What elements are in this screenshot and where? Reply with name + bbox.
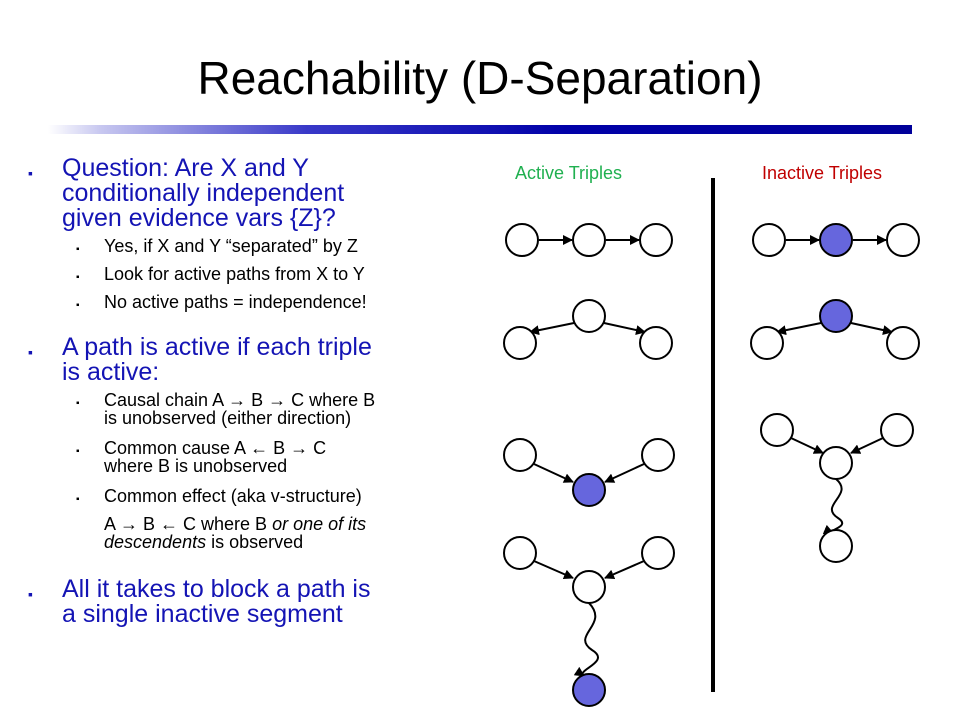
bullet-active-path: ▪ A path is active if each triple is act… xyxy=(28,333,372,386)
node-unobserved xyxy=(572,570,606,604)
bullet-question: ▪ Question: Are X and Y conditionally in… xyxy=(28,156,478,231)
sub-bullet-marker-icon: ▪ xyxy=(76,446,80,457)
sub-bullet-look-for-paths: ▪ Look for active paths from X to Y xyxy=(28,265,478,283)
question-line-3: given evidence vars {Z}? xyxy=(62,204,336,232)
node-unobserved xyxy=(641,438,675,472)
sub-bullet-marker-icon: ▪ xyxy=(76,398,80,409)
node-observed xyxy=(819,299,853,333)
node-unobserved xyxy=(760,413,794,447)
node-unobserved xyxy=(639,326,673,360)
question-line-2: conditionally independent xyxy=(62,179,345,207)
sub-bullet-no-active-paths: ▪ No active paths = independence! xyxy=(28,293,478,311)
node-unobserved xyxy=(886,326,920,360)
bullet-marker-icon: ▪ xyxy=(28,586,33,602)
sub-bullet-common-effect: ▪ Common effect (aka v-structure) xyxy=(28,487,478,505)
sub-bullet-marker-icon: ▪ xyxy=(76,244,80,255)
node-observed xyxy=(572,673,606,707)
node-unobserved xyxy=(503,438,537,472)
node-unobserved xyxy=(819,446,853,480)
node-unobserved xyxy=(880,413,914,447)
node-unobserved xyxy=(505,223,539,257)
sub-bullet-separated: ▪ Yes, if X and Y “separated” by Z xyxy=(28,237,478,255)
question-line-1: Question: Are X and Y xyxy=(62,154,309,182)
sub-bullet-common-cause: ▪ Common cause A ← B → C where B is unob… xyxy=(76,438,327,476)
inactive-common-effect xyxy=(760,413,914,563)
node-unobserved xyxy=(503,326,537,360)
bullet-marker-icon: ▪ xyxy=(28,344,33,360)
node-observed xyxy=(572,473,606,507)
sub-bullet-marker-icon: ▪ xyxy=(76,494,80,505)
bullet-block-path: ▪ All it takes to block a path is a sing… xyxy=(28,575,371,628)
node-unobserved xyxy=(886,223,920,257)
active-triples-label: Active Triples xyxy=(515,163,622,183)
node-unobserved xyxy=(572,223,606,257)
node-unobserved xyxy=(503,536,537,570)
active-causal-chain xyxy=(505,223,673,257)
node-unobserved xyxy=(819,529,853,563)
sub-bullet-marker-icon: ▪ xyxy=(76,272,80,283)
active-common-effect-descendant xyxy=(503,536,675,707)
common-effect-detail: A → B ← C where B or one of its descende… xyxy=(104,514,367,552)
slide-title: Reachability (D-Separation) xyxy=(197,52,763,104)
inactive-causal-chain xyxy=(752,223,920,257)
node-unobserved xyxy=(752,223,786,257)
node-unobserved xyxy=(641,536,675,570)
title-underline xyxy=(48,125,912,134)
active-common-cause xyxy=(503,299,673,360)
sub-bullet-marker-icon: ▪ xyxy=(76,300,80,311)
inactive-common-cause xyxy=(750,299,920,360)
sub-bullet-causal-chain: ▪ Causal chain A → B → C where B is unob… xyxy=(76,390,376,428)
node-unobserved xyxy=(750,326,784,360)
bullet-list: ▪ Question: Are X and Y conditionally in… xyxy=(28,156,478,627)
active-common-effect xyxy=(503,438,675,507)
node-observed xyxy=(819,223,853,257)
node-unobserved xyxy=(639,223,673,257)
bullet-marker-icon: ▪ xyxy=(28,165,33,181)
inactive-triples-label: Inactive Triples xyxy=(762,163,882,183)
node-unobserved xyxy=(572,299,606,333)
